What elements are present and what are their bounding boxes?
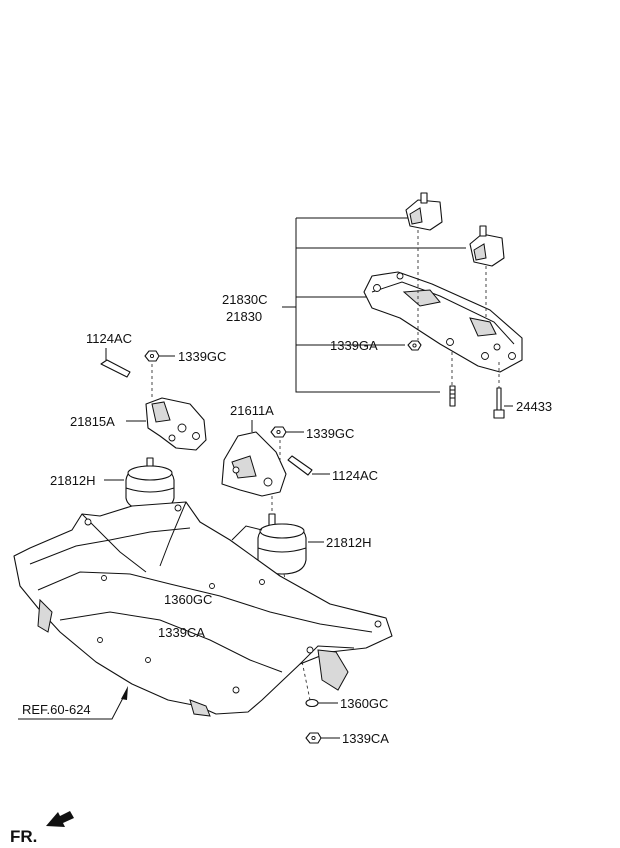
label-fr: FR. xyxy=(10,827,37,846)
label-1360gc-left: 1360GC xyxy=(164,592,212,607)
label-21815a: 21815A xyxy=(70,414,115,429)
bolt-1124ac-left xyxy=(100,348,131,378)
nut-1339ca-right xyxy=(305,732,340,744)
stud xyxy=(449,385,456,407)
bolt-24433 xyxy=(493,387,513,419)
label-1124ac-right: 1124AC xyxy=(332,468,378,483)
transmission-crossmember xyxy=(363,271,523,373)
assembly-lines xyxy=(417,230,500,388)
bracket-21611a xyxy=(221,420,287,497)
label-1339gc-right: 1339GC xyxy=(306,426,354,441)
label-21812h-left: 21812H xyxy=(50,473,96,488)
front-direction-arrow-icon xyxy=(46,811,74,827)
label-24433: 24433 xyxy=(516,399,552,414)
insulator-upper-1 xyxy=(405,192,443,231)
washer-1360gc-right xyxy=(305,698,338,708)
label-ref: REF.60-624 xyxy=(22,702,91,717)
assembly-lines-right xyxy=(271,440,311,701)
bolt-1124ac-right xyxy=(287,455,330,476)
insulator-21812h-left xyxy=(104,457,175,511)
nut-1339gc-left xyxy=(144,350,175,362)
subframe xyxy=(13,501,393,717)
label-1339ca-right: 1339CA xyxy=(342,731,389,746)
label-21812h-right: 21812H xyxy=(326,535,372,550)
group-bracket-line xyxy=(295,217,466,393)
bracket-21815a xyxy=(126,397,207,451)
label-21611a: 21611A xyxy=(230,403,274,418)
label-1339gc-left: 1339GC xyxy=(178,349,226,364)
nut-1339ga xyxy=(407,340,422,351)
right-mount-group xyxy=(221,420,340,744)
label-1360gc-right: 1360GC xyxy=(340,696,388,711)
label-1339ga: 1339GA xyxy=(330,338,378,353)
label-1339ca-left: 1339CA xyxy=(158,625,205,640)
insulator-upper-2 xyxy=(469,225,505,267)
ref-arrow xyxy=(18,686,128,720)
label-1124ac-left: 1124AC xyxy=(86,331,132,346)
label-21830c: 21830C xyxy=(222,292,268,307)
nut-1339gc-right xyxy=(270,426,304,438)
label-21830: 21830 xyxy=(226,309,262,324)
insulator-21812h-right xyxy=(257,513,324,575)
transmission-mount-group xyxy=(282,192,523,419)
